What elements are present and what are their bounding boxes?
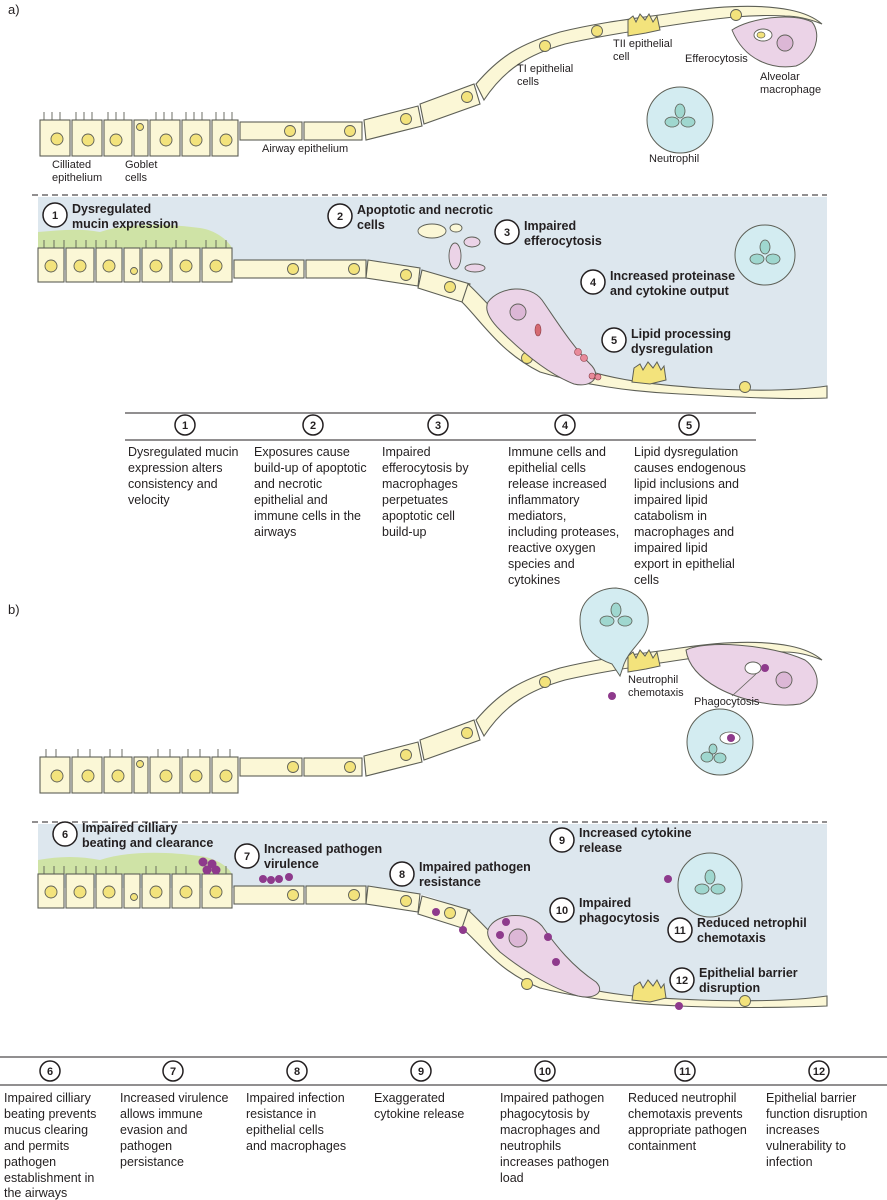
svg-text:6: 6 xyxy=(47,1066,53,1078)
panel-b-label: b) xyxy=(8,602,20,617)
svg-text:11: 11 xyxy=(674,925,686,937)
svg-text:8: 8 xyxy=(399,869,405,881)
svg-text:1: 1 xyxy=(182,420,188,432)
svg-text:6: 6 xyxy=(62,829,68,841)
svg-text:5: 5 xyxy=(611,335,617,347)
label-neutrophil: Neutrophil xyxy=(649,153,699,165)
panel-a-label: a) xyxy=(8,2,20,17)
healthy-airway-epithelium xyxy=(39,5,823,157)
svg-text:4: 4 xyxy=(590,277,597,289)
type-ii-epithelial-cell xyxy=(627,13,661,37)
label-efferocytosis: Efferocytosis xyxy=(685,53,748,65)
svg-text:11: 11 xyxy=(679,1066,691,1078)
svg-text:1: 1 xyxy=(52,210,58,222)
svg-text:3: 3 xyxy=(435,420,441,432)
svg-text:5: 5 xyxy=(686,420,692,432)
svg-text:8: 8 xyxy=(294,1066,300,1078)
svg-text:12: 12 xyxy=(676,975,688,987)
svg-text:10: 10 xyxy=(556,905,568,917)
label-airway-epithelium: Airway epithelium xyxy=(262,143,348,155)
svg-text:9: 9 xyxy=(418,1066,424,1078)
svg-text:9: 9 xyxy=(559,835,565,847)
neutrophil-cell xyxy=(646,86,714,154)
svg-text:3: 3 xyxy=(504,227,510,239)
diseased-airway-b xyxy=(37,824,828,1010)
svg-text:2: 2 xyxy=(337,211,343,223)
svg-text:4: 4 xyxy=(562,420,569,432)
label-phagocytosis: Phagocytosis xyxy=(694,696,760,708)
svg-text:2: 2 xyxy=(310,420,316,432)
svg-text:12: 12 xyxy=(813,1066,825,1078)
svg-text:10: 10 xyxy=(539,1066,551,1078)
healthy-airway-b xyxy=(39,587,823,794)
svg-text:7: 7 xyxy=(170,1066,176,1078)
alveolar-macrophage xyxy=(731,16,818,68)
svg-text:7: 7 xyxy=(244,851,250,863)
diseased-airway-a xyxy=(37,197,828,400)
ciliated-epithelium xyxy=(39,112,239,157)
